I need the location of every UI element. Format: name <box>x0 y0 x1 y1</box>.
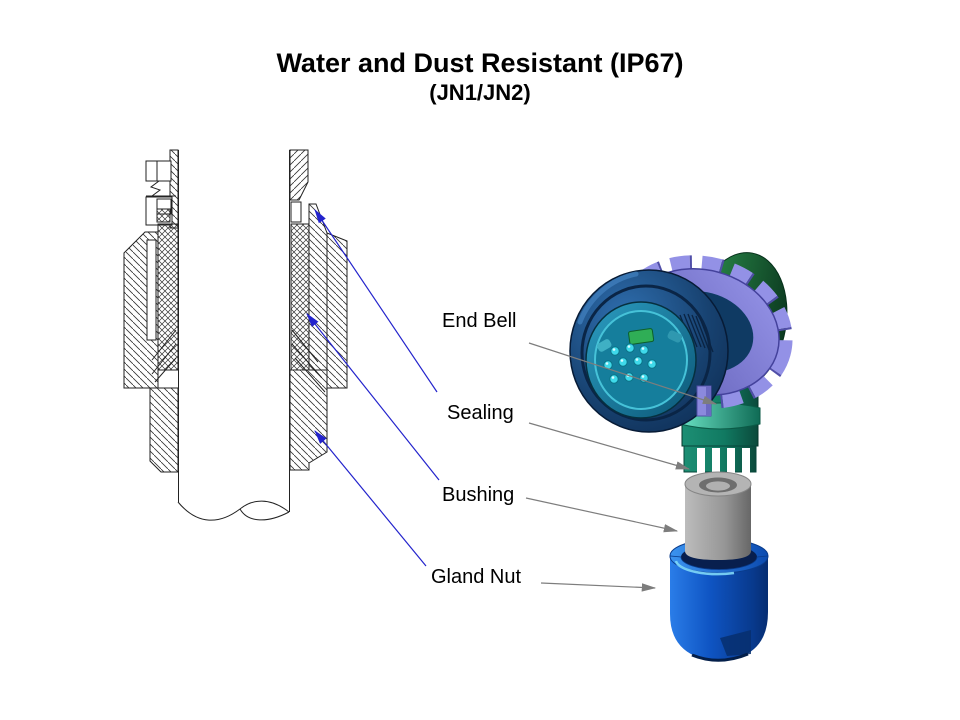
cross-section-right-half <box>289 149 348 471</box>
bushing-3d <box>684 471 752 560</box>
bushing-blue-leader <box>306 313 440 481</box>
contact-pin-highlights <box>605 345 653 379</box>
cable-break-lens <box>239 508 290 521</box>
insert-face <box>585 301 697 419</box>
gland-nut-label: Gland Nut <box>431 566 522 588</box>
cone-lines-right <box>291 329 326 393</box>
bushing-bore-inner <box>706 481 730 491</box>
sealing-fingers <box>683 445 757 474</box>
sealing-sleeve-right <box>308 203 328 371</box>
gland-nut-blue-leader <box>314 430 427 567</box>
gland-nut-chamfer <box>720 630 751 656</box>
gland-nut-gray-leader <box>540 582 657 592</box>
internal-slot-left <box>146 239 157 341</box>
top-latch-detail <box>145 160 176 226</box>
cable-jacket-hatch-right <box>289 149 309 201</box>
sealing-blue-leader <box>314 209 438 393</box>
gland-nut-bottom-shadow <box>691 652 749 662</box>
coupling-nut-lugs <box>611 255 793 409</box>
keyway <box>628 328 655 345</box>
lower-body-right <box>289 369 328 471</box>
face-tab-right <box>667 330 683 343</box>
blue-leader-lines <box>306 209 440 567</box>
page-title: Water and Dust Resistant (IP67) <box>276 48 684 78</box>
page-subtitle: (JN1/JN2) <box>429 80 531 105</box>
lower-body-left <box>149 387 179 473</box>
bushing-label: Bushing <box>442 484 515 506</box>
shell-sheen <box>577 271 639 325</box>
latch-tab <box>696 385 712 417</box>
cone-lines-left <box>151 329 177 383</box>
sealing-gray-leader <box>528 422 691 470</box>
end-bell-gray-leader <box>528 342 718 405</box>
gray-leader-lines <box>525 342 718 592</box>
end-bell-label: End Bell <box>442 310 517 332</box>
cable <box>177 150 290 521</box>
sealing-label: Sealing <box>447 402 514 424</box>
cross-section-drawing <box>123 149 348 521</box>
connector-3d-render <box>569 252 793 662</box>
end-flange-right <box>326 232 348 389</box>
seal-notch-right <box>290 201 302 223</box>
face-tab-left <box>597 339 612 352</box>
bushing-gray-leader <box>525 497 679 533</box>
gland-nut-highlight <box>674 560 735 576</box>
gland-nut-front-rim <box>669 555 769 662</box>
cross-section-left-half <box>123 149 179 473</box>
